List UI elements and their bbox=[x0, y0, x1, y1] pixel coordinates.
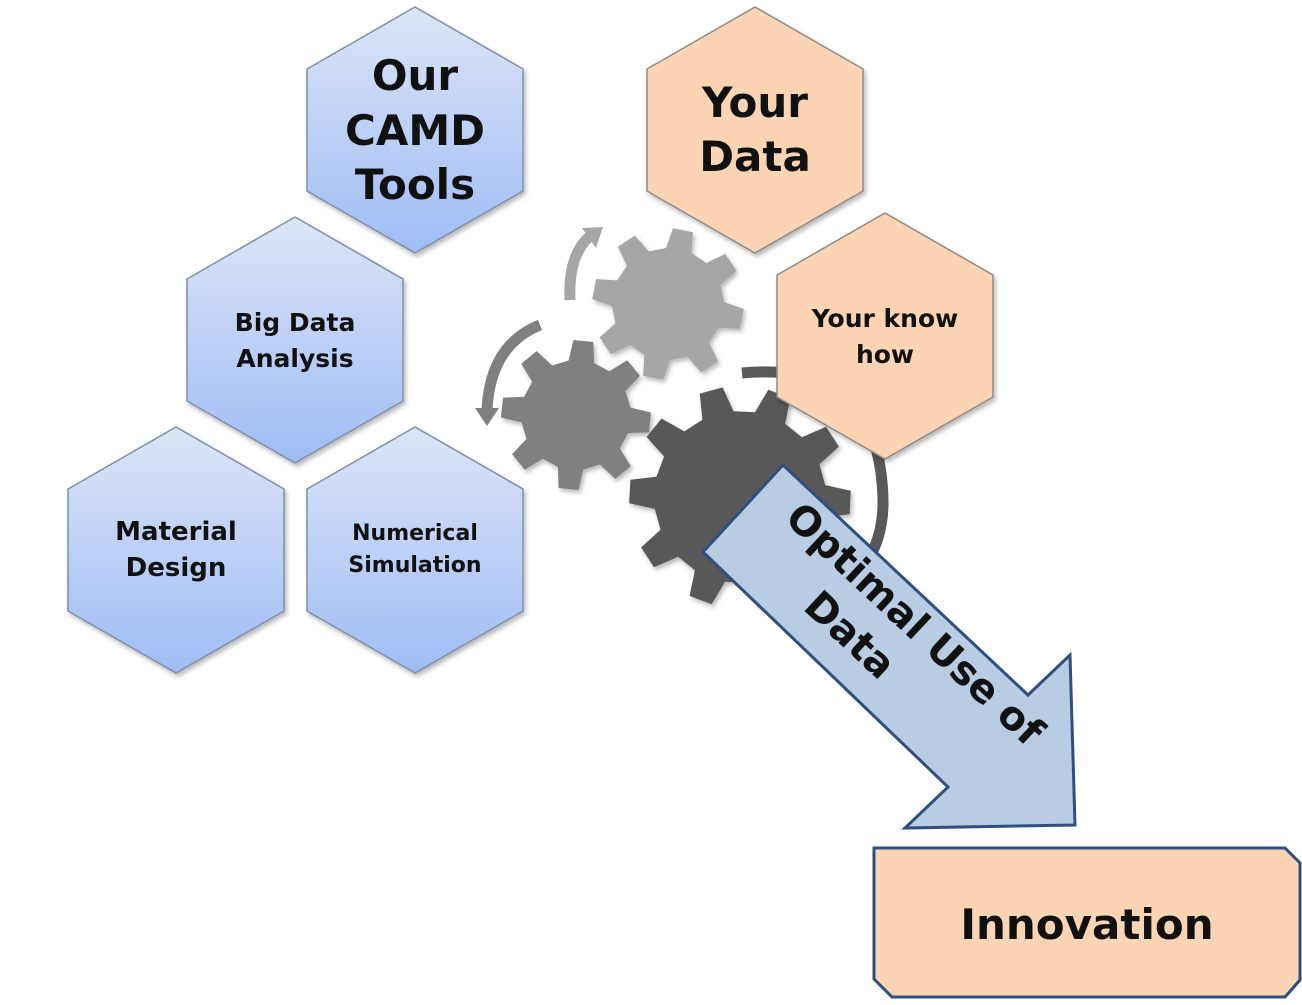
hex-know-how: Your know how bbox=[776, 212, 994, 460]
hex-material-design: Material Design bbox=[67, 426, 285, 674]
rotation-arrow-top bbox=[564, 231, 594, 301]
innovation-box-shape bbox=[872, 846, 1302, 999]
hex-camd-tools: Our CAMD Tools bbox=[306, 6, 524, 254]
hex-know-how-line-2: how bbox=[856, 340, 914, 369]
hex-camd-tools-line-3: Tools bbox=[355, 160, 475, 209]
innovation-label: Innovation bbox=[960, 900, 1213, 949]
hex-your-data-shape bbox=[646, 6, 864, 254]
hex-your-data-line-1: Your bbox=[701, 78, 808, 127]
hex-numerical-simulation-shape bbox=[306, 426, 524, 674]
gear-mid-teeth bbox=[501, 340, 651, 490]
hex-numerical-simulation-line-2: Simulation bbox=[348, 553, 481, 578]
gear-light-icon bbox=[592, 228, 744, 380]
hex-numerical-simulation: Numerical Simulation bbox=[306, 426, 524, 674]
hex-numerical-simulation-line-1: Numerical bbox=[352, 521, 478, 546]
hex-know-how-line-1: Your know bbox=[811, 304, 959, 333]
hex-camd-tools-line-2: CAMD bbox=[345, 106, 485, 155]
rotation-arrow-top-head bbox=[582, 227, 603, 248]
hex-material-design-line-1: Material bbox=[115, 517, 237, 547]
hex-material-design-line-2: Design bbox=[126, 553, 227, 583]
hex-big-data-line-1: Big Data bbox=[235, 308, 356, 337]
hex-big-data-shape bbox=[186, 216, 404, 464]
hex-material-design-shape bbox=[67, 426, 285, 674]
optimal-use-arrow-shape bbox=[700, 462, 1077, 830]
hex-camd-tools-line-1: Our bbox=[372, 51, 459, 100]
optimal-use-arrow: Optimal Use of Data bbox=[700, 462, 1077, 830]
hex-your-data: Your Data bbox=[646, 6, 864, 254]
gear-mid-icon bbox=[501, 340, 651, 490]
rotation-arrow-left-head bbox=[475, 408, 499, 426]
gear-light-teeth bbox=[592, 228, 744, 380]
hex-camd-tools-shape bbox=[306, 6, 524, 254]
hex-big-data: Big Data Analysis bbox=[186, 216, 404, 464]
rotation-arrow-left bbox=[481, 319, 543, 411]
innovation-box: Innovation bbox=[872, 846, 1302, 999]
hex-big-data-line-2: Analysis bbox=[236, 344, 353, 373]
hex-your-data-line-2: Data bbox=[699, 132, 811, 181]
hex-know-how-shape bbox=[776, 212, 994, 460]
